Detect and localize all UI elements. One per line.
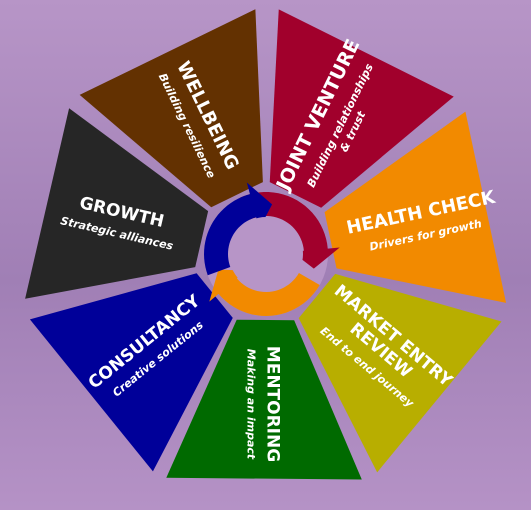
cycle-hub	[229, 217, 303, 291]
segment-mentoring-labels: MENTORING Making an impact	[245, 346, 283, 462]
segment-mentoring: MENTORING Making an impact	[166, 319, 362, 480]
cycle-arrows	[204, 182, 340, 316]
segment-mentoring-title: MENTORING	[263, 346, 283, 462]
segment-consultancy-shape	[29, 273, 233, 472]
segment-health-check-shape	[324, 111, 507, 303]
segment-mentoring-subtitle: Making an impact	[245, 349, 258, 460]
segment-joint-venture-shape	[269, 9, 454, 208]
segment-growth-shape	[25, 108, 209, 299]
segment-mentoring-shape	[166, 319, 362, 480]
segment-market-entry-review-shape	[298, 273, 502, 473]
segment-wellbeing-shape	[79, 9, 263, 208]
blue-arrow	[204, 182, 273, 276]
orange-arrow	[209, 269, 320, 316]
